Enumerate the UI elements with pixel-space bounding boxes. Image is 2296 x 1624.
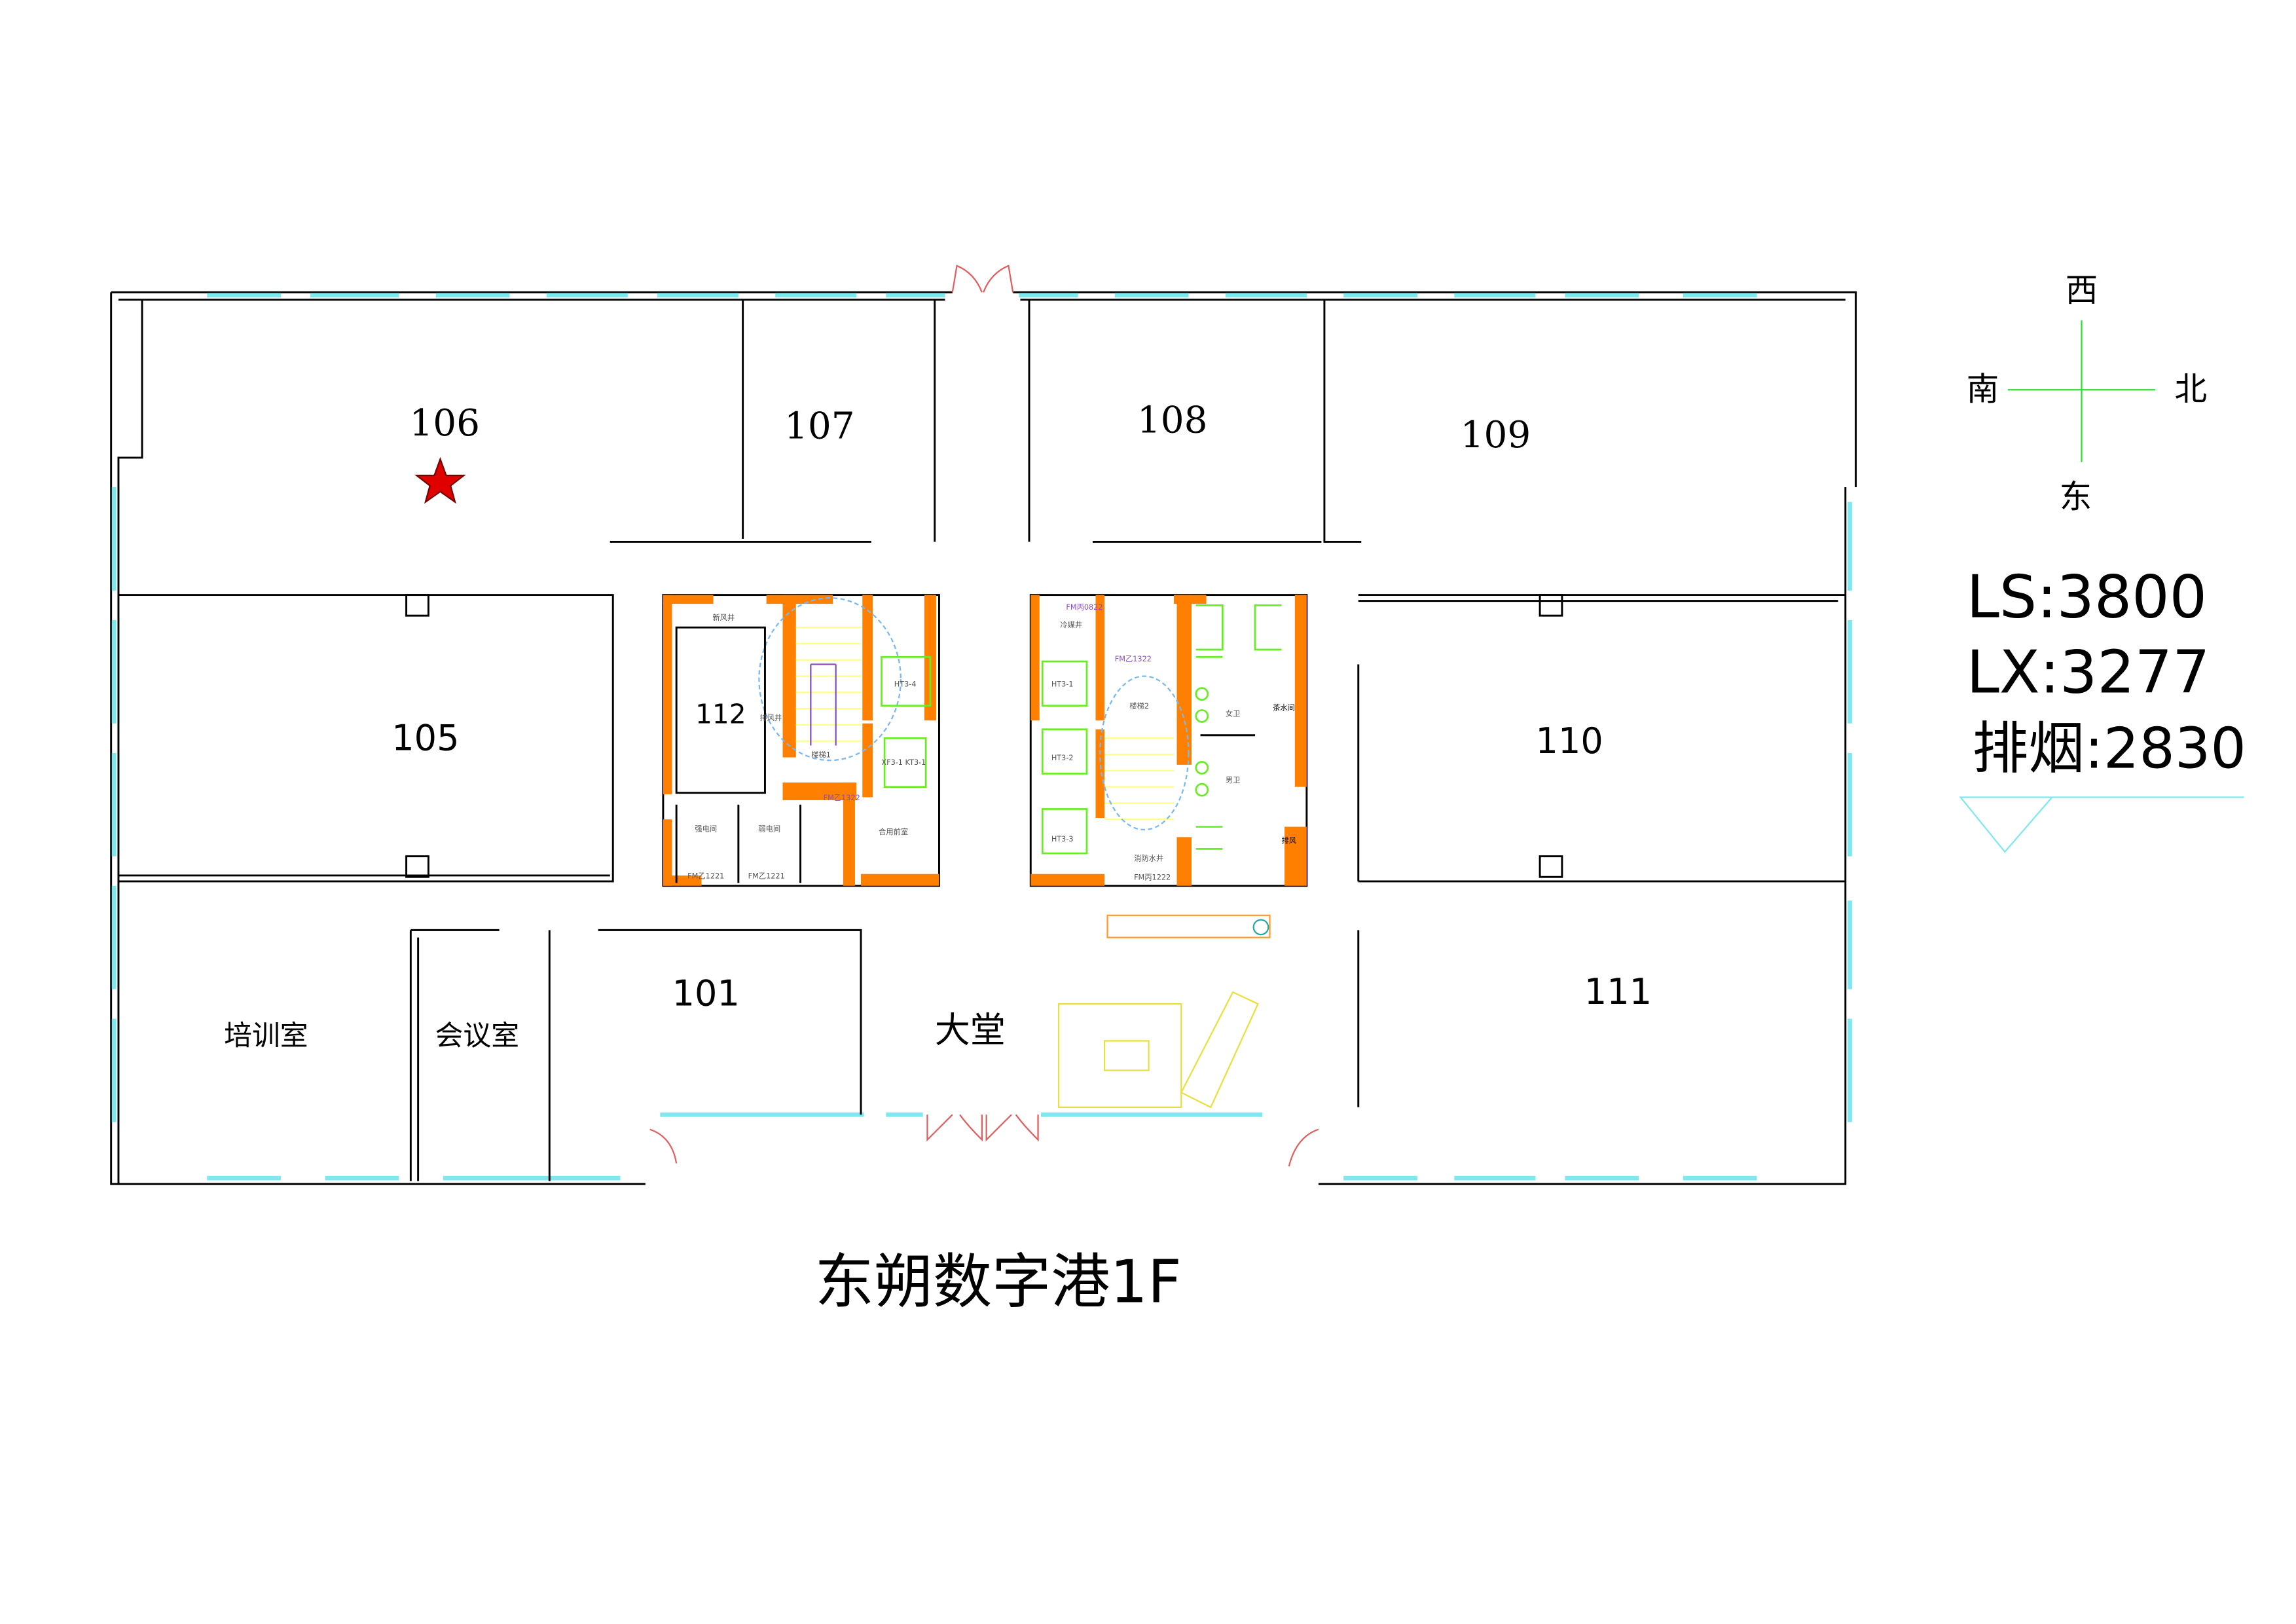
- female-wc-label: 女卫: [1226, 709, 1241, 718]
- refrig-label: 冷媒井: [1060, 620, 1082, 629]
- door-label: FM丙0822: [1066, 603, 1102, 612]
- meeting-room-label: 会议室: [435, 1020, 519, 1052]
- room-111-label: 111: [1584, 971, 1652, 1012]
- plan-title: 东朔数字港1F: [815, 1248, 1182, 1317]
- lobby-label: 大堂: [935, 1010, 1006, 1051]
- lift-label: HT3-4: [894, 680, 917, 688]
- lobby-furniture: [1057, 914, 1271, 1109]
- door-label: FM乙1322: [1115, 655, 1152, 663]
- compass: 西 南 北 东: [1967, 271, 2207, 516]
- partitions: [118, 299, 1846, 1181]
- tea-room-label: 茶水间: [1273, 703, 1295, 712]
- room-110-label: 110: [1536, 720, 1603, 762]
- door-label: FM乙1322: [824, 794, 860, 802]
- door-label: FM乙1221: [687, 872, 724, 880]
- lift-label: HT3-2: [1051, 754, 1074, 762]
- doors: [649, 265, 1319, 1167]
- compass-south: 南: [1967, 370, 1999, 408]
- lx-value: LX:3277: [1967, 638, 2210, 707]
- stair-label: 楼梯2: [1129, 701, 1149, 710]
- room-108-label: 108: [1137, 399, 1208, 442]
- core-left: 新风井 排风井 楼梯1 强电间 弱电间 FM乙1221 FM乙1221 FM乙1…: [662, 594, 940, 887]
- compass-north: 北: [2175, 370, 2208, 408]
- windows: [111, 293, 1852, 1181]
- door-label: FM丙1222: [1134, 874, 1171, 882]
- outer-walls: [110, 291, 1857, 1185]
- ls-value: LS:3800: [1967, 563, 2207, 631]
- location-star-icon: [414, 456, 466, 504]
- fire-water-label: 消防水井: [1134, 853, 1163, 862]
- strong-elec-label: 强电间: [695, 824, 717, 833]
- compass-west: 西: [2066, 271, 2098, 309]
- lift-label: XF3-1 KT3-1: [881, 758, 926, 767]
- door-label: FM乙1221: [748, 872, 785, 880]
- male-wc-label: 男卫: [1226, 776, 1241, 784]
- weak-elec-label: 弱电间: [758, 824, 780, 833]
- room-105-label: 105: [392, 717, 459, 758]
- level-marker-icon: [1959, 796, 2244, 853]
- anteroom-label: 合用前室: [879, 827, 908, 836]
- room-109-label: 109: [1461, 414, 1531, 456]
- core-right: FM丙0822 冷媒井 FM乙1322 HT3-1 HT3-2 HT3-3 楼梯…: [1029, 594, 1308, 887]
- room-101-label: 101: [672, 972, 740, 1014]
- training-room-label: 培训室: [224, 1020, 308, 1052]
- stats: LS:3800 LX:3277 排烟:2830: [1959, 563, 2246, 853]
- fresh-air-label: 新风井: [712, 613, 735, 622]
- lift-label: HT3-1: [1051, 680, 1074, 688]
- room-107-label: 107: [784, 405, 855, 448]
- lift-label: HT3-3: [1051, 835, 1074, 843]
- room-labels: 106 107 108 109 105 112 110 101 大堂 111 培…: [224, 399, 1652, 1053]
- stair-label: 楼梯1: [811, 750, 831, 760]
- room-112-label: 112: [695, 699, 746, 730]
- exhaust-label: 排风: [1282, 836, 1297, 845]
- compass-east: 东: [2060, 478, 2092, 516]
- smoke-exhaust-value: 排烟:2830: [1973, 716, 2246, 781]
- exhaust-shaft-label: 排风井: [760, 713, 782, 722]
- room-106-label: 106: [409, 402, 480, 445]
